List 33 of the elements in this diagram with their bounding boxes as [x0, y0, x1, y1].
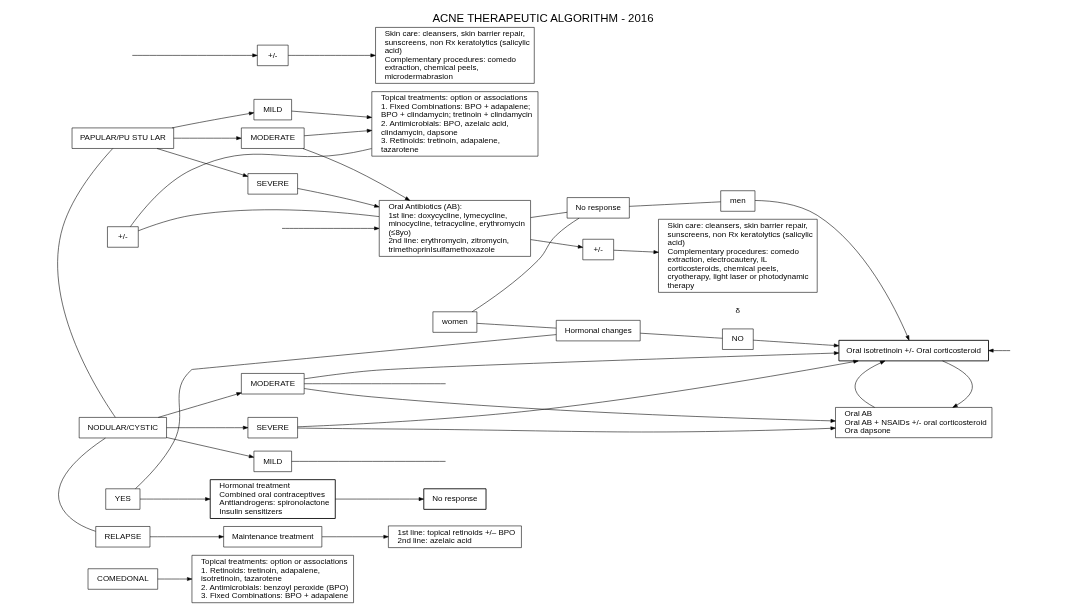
arrow — [302, 148, 410, 201]
arrow — [321, 534, 389, 539]
arrow — [941, 360, 973, 408]
arrow — [854, 360, 885, 408]
arrow — [303, 388, 836, 423]
arrow — [157, 392, 242, 418]
arrow — [287, 53, 376, 58]
arrow — [303, 351, 839, 380]
connector — [129, 148, 372, 227]
arrow — [149, 534, 224, 539]
arrow — [752, 339, 839, 348]
arrow — [139, 497, 210, 501]
connector — [471, 217, 579, 313]
connector — [134, 334, 556, 489]
arrow — [156, 148, 248, 177]
arrow — [281, 226, 379, 231]
arrow — [303, 128, 372, 137]
diagram-title: ACNE THERAPEUTIC ALGORITHM - 2016 — [432, 11, 653, 24]
arrow — [754, 200, 909, 341]
arrow — [171, 111, 254, 129]
arrow — [296, 188, 379, 208]
arrow — [296, 359, 858, 428]
arrow — [165, 425, 248, 430]
arrow — [613, 249, 659, 254]
arrow — [334, 497, 424, 501]
arrow — [290, 110, 372, 119]
arrow — [165, 437, 254, 459]
arrow — [131, 53, 258, 58]
arrow — [529, 239, 583, 249]
arrow — [173, 136, 241, 141]
arrow — [987, 348, 1010, 353]
arrow — [156, 577, 192, 581]
arrow — [296, 426, 836, 433]
